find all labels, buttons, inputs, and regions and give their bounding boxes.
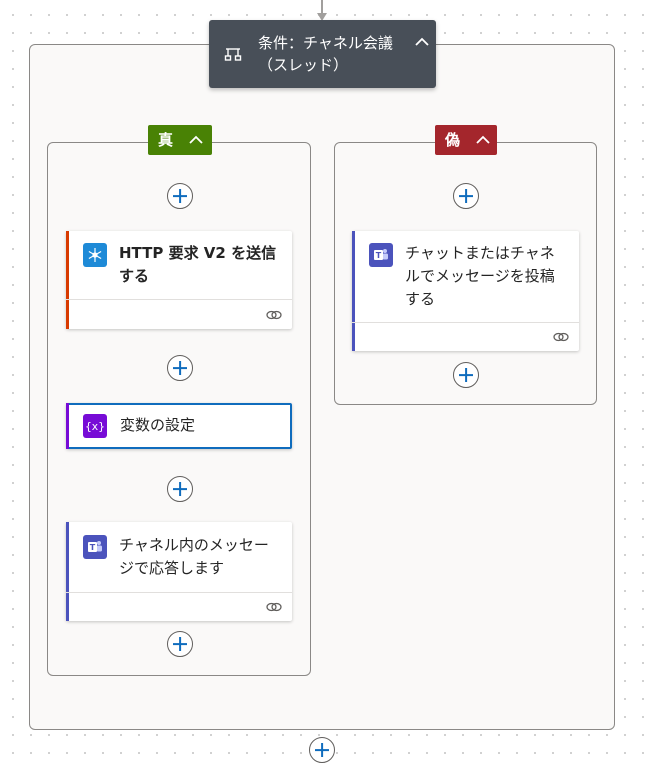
- card-accent: [66, 231, 69, 329]
- card-footer: [66, 592, 292, 621]
- card-footer: [66, 299, 292, 329]
- svg-text:T: T: [376, 251, 382, 260]
- false-branch-label-text: 偽: [445, 131, 461, 149]
- card-accent: [66, 522, 69, 621]
- add-action-button[interactable]: [167, 631, 193, 657]
- chevron-up-icon[interactable]: [188, 132, 204, 148]
- variable-icon: {x}: [83, 414, 107, 438]
- http-webhook-icon: [83, 243, 107, 267]
- add-action-button[interactable]: [167, 183, 193, 209]
- card-accent: [352, 231, 355, 351]
- add-action-button[interactable]: [309, 737, 335, 763]
- add-action-button[interactable]: [453, 183, 479, 209]
- add-action-button[interactable]: [453, 362, 479, 388]
- link-icon[interactable]: [553, 331, 569, 343]
- add-action-button[interactable]: [167, 355, 193, 381]
- condition-title: 条件：チャネル会議（スレッド）: [258, 34, 393, 74]
- link-icon[interactable]: [266, 309, 282, 321]
- svg-text:T: T: [90, 543, 96, 552]
- chevron-up-icon[interactable]: [414, 34, 430, 50]
- card-accent: [66, 403, 69, 449]
- true-branch-label-text: 真: [158, 131, 174, 149]
- action-title: HTTP 要求 V2 を送信する: [119, 244, 277, 285]
- card-footer: [352, 322, 579, 351]
- chevron-up-icon[interactable]: [475, 132, 491, 148]
- condition-header[interactable]: 条件：チャネル会議（スレッド）: [209, 20, 436, 88]
- add-action-button[interactable]: [167, 476, 193, 502]
- action-title: チャネル内のメッセージで応答します: [119, 536, 269, 577]
- action-card-set-variable[interactable]: {x} 変数の設定: [66, 403, 292, 449]
- action-card-teams-reply[interactable]: T チャネル内のメッセージで応答します: [66, 522, 292, 621]
- action-title: チャットまたはチャネルでメッセージを投稿する: [405, 244, 555, 308]
- link-icon[interactable]: [266, 601, 282, 613]
- action-card-http[interactable]: HTTP 要求 V2 を送信する: [66, 231, 292, 329]
- true-branch-label[interactable]: 真: [148, 125, 212, 155]
- condition-icon: [224, 48, 242, 61]
- false-branch-label[interactable]: 偽: [435, 125, 497, 155]
- teams-icon: T: [83, 535, 107, 559]
- teams-icon: T: [369, 243, 393, 267]
- action-card-teams-post[interactable]: T チャットまたはチャネルでメッセージを投稿する: [352, 231, 579, 351]
- action-title: 変数の設定: [120, 416, 196, 434]
